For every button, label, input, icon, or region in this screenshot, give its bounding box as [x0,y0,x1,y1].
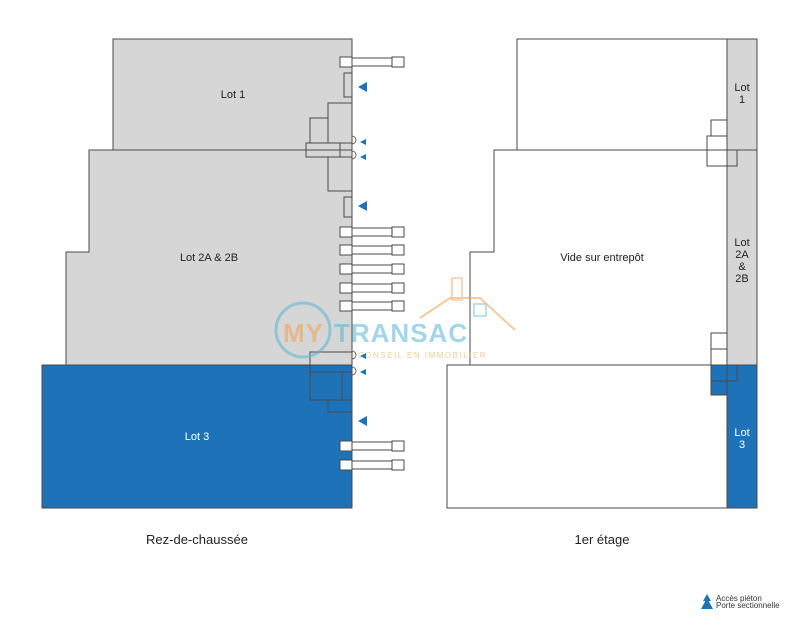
legend: Accès piéton Porte sectionnelle [701,594,780,610]
legend-sectional-label: Porte sectionnelle [716,601,780,610]
ground-floor-caption: Rez-de-chaussée [146,532,248,547]
watermark-roof-icon [419,297,516,331]
lot-2-strip-label-line1: Lot [734,237,749,249]
lot-3-area [41,364,353,509]
upper-void-area [516,38,728,151]
lot-2-label: Lot 2A & 2B [180,252,238,264]
lot-2-strip-label-line4: 2B [735,273,748,285]
lot-3-strip-label-line2: 3 [739,439,745,451]
pedestrian-access-marker-icon [360,139,366,145]
lot-3-label: Lot 3 [185,431,209,443]
large-triangle-icon [701,598,713,609]
lot-2-strip-label-line2: 2A [735,249,749,261]
lot-2-strip [726,149,758,366]
watermark-window-icon [473,303,487,317]
lot-3-strip-label-line1: Lot [734,427,749,439]
watermark-brand-my: MY [283,318,324,348]
pedestrian-access-marker-icon [360,154,366,160]
lot-3-strip [726,364,758,509]
ground-floor-plan: Lot 1 Lot 2A & 2B Lot 3 Rez-de-chaussée [41,38,405,547]
sectional-door-marker-icon [358,416,367,426]
watermark-logo: MY TRANSAC CONSEIL EN IMMOBILIER [274,277,516,360]
pedestrian-access-marker-icon [360,369,366,375]
sectional-door-marker-icon [358,82,367,92]
door-swings [351,135,357,376]
void-label: Vide sur entrepôt [560,252,644,264]
watermark-brand-transac: TRANSAC [334,318,468,348]
loading-docks [339,56,405,471]
pedestrian-access-marker-icon [360,353,366,359]
lot-2-strip-label-line3: & [738,261,746,273]
watermark-tagline: CONSEIL EN IMMOBILIER [358,351,487,360]
watermark-building-icon [451,277,463,301]
ground-floor-wall-details [305,72,353,413]
lot-1-area [112,38,353,151]
legend-pedestrian-label: Accès piéton [716,594,762,603]
lower-void-area [446,364,728,509]
first-floor-plan: Vide sur entrepôt Lot 1 Lot 2A & 2B Lot … [446,38,758,547]
lot-1-strip [726,38,758,151]
watermark-ring-icon [274,301,332,359]
small-triangle-icon [703,594,711,601]
first-floor-blue-details [710,364,738,396]
lot-1-strip-label-line2: 1 [739,94,745,106]
lot-1-label: Lot 1 [221,89,245,101]
first-floor-caption: 1er étage [575,532,630,547]
sectional-door-marker-icon [358,201,367,211]
lot-1-strip-label-line1: Lot [734,82,749,94]
